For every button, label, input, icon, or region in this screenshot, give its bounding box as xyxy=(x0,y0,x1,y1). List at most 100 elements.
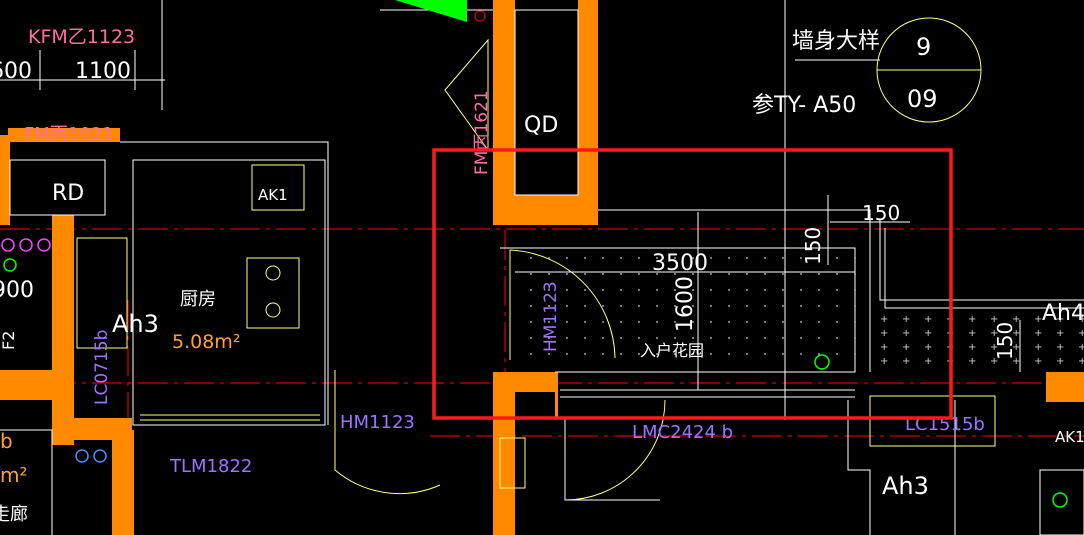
hatch-dot xyxy=(566,305,568,307)
hatch-dot xyxy=(710,289,712,291)
fixture-lower xyxy=(499,437,526,489)
hatch-dot xyxy=(800,353,802,355)
hatch-dot xyxy=(782,273,784,275)
label-hm-center: HM1123 xyxy=(541,281,561,352)
hatch-dot xyxy=(602,305,604,307)
fixture-circles xyxy=(1,238,1068,508)
hatch-plus: + xyxy=(1056,314,1064,325)
hatch-dot xyxy=(782,353,784,355)
garden-outline xyxy=(500,247,856,373)
hatch-plus: + xyxy=(1056,342,1064,353)
hatch-dot xyxy=(692,273,694,275)
hatch-dot xyxy=(638,289,640,291)
hatch-dot xyxy=(836,257,838,259)
hatch-dot xyxy=(782,321,784,323)
hatch-dot xyxy=(602,289,604,291)
hatch-dot xyxy=(530,337,532,339)
hatch-dot xyxy=(854,321,856,323)
label-m2-left: m² xyxy=(0,463,28,487)
stove xyxy=(246,257,300,329)
hatch-plus: + xyxy=(990,342,998,353)
hatch-dot xyxy=(728,321,730,323)
hatch-plus: + xyxy=(990,314,998,325)
label-fm-left: FM丙1021 xyxy=(24,124,114,145)
wall-left-a xyxy=(52,215,74,445)
hatch-dot xyxy=(710,273,712,275)
label-dim-1600: 1600 xyxy=(673,276,698,332)
hatch-dot xyxy=(674,257,676,259)
hatch-dot xyxy=(566,289,568,291)
hatch-plus: + xyxy=(1078,356,1084,367)
hatch-dot xyxy=(584,273,586,275)
hatch-plus: + xyxy=(902,314,910,325)
hatch-dot xyxy=(710,321,712,323)
hatch-plus: + xyxy=(1078,314,1084,325)
label-tlm: TLM1822 xyxy=(169,456,252,477)
hatch-dot xyxy=(548,321,550,323)
hatch-dot xyxy=(656,257,658,259)
hatch-dot xyxy=(620,321,622,323)
garden-wall-right-2 xyxy=(884,228,1084,309)
label-hm-left: HM1123 xyxy=(340,412,415,433)
hatch-dot xyxy=(620,353,622,355)
hatch-plus: + xyxy=(968,356,976,367)
hatch-dot xyxy=(692,289,694,291)
hatch-dot xyxy=(782,337,784,339)
hatch-dot xyxy=(584,257,586,259)
hatch-dot xyxy=(656,353,658,355)
label-ah3-right: Ah3 xyxy=(882,472,929,500)
label-lc-left: LC0715b xyxy=(92,330,112,405)
hatch-dot xyxy=(674,353,676,355)
label-lmc: LMC2424 b xyxy=(632,422,733,443)
hatch-plus: + xyxy=(902,356,910,367)
hatch-plus: + xyxy=(880,314,888,325)
hatch-plus: + xyxy=(924,356,932,367)
hatch-plus: + xyxy=(880,342,888,353)
door-swing-lmc xyxy=(564,399,666,501)
hatch-dot xyxy=(566,337,568,339)
sink-right xyxy=(869,395,996,447)
right-bottom-box xyxy=(1039,469,1084,535)
hatch-dot xyxy=(620,273,622,275)
hatch-dot xyxy=(692,337,694,339)
stove-burner-a xyxy=(265,265,281,281)
hatch-dot xyxy=(782,305,784,307)
label-ref: 参TY- A50 xyxy=(752,93,856,118)
label-ak1-right: AK1 xyxy=(1055,428,1084,446)
hatch-dot xyxy=(530,305,532,307)
hatch-dot xyxy=(566,321,568,323)
hatch-dot xyxy=(818,353,820,355)
hatch-dot xyxy=(584,337,586,339)
ak1-box-left xyxy=(251,164,305,211)
hatch-dot xyxy=(746,321,748,323)
hatch-dot xyxy=(836,337,838,339)
hatch-dot xyxy=(620,305,622,307)
hatch-dot xyxy=(800,305,802,307)
hatch-dot xyxy=(836,273,838,275)
circle-green-1 xyxy=(3,258,17,272)
detail-callout xyxy=(876,17,982,123)
hatch-dot xyxy=(656,273,658,275)
hatch-dot xyxy=(548,273,550,275)
hatch-dot xyxy=(548,353,550,355)
hatch-dot xyxy=(674,273,676,275)
hatch-dot xyxy=(764,273,766,275)
label-qd: QD xyxy=(524,113,558,138)
hatch-dot xyxy=(764,321,766,323)
label-fm-center: FM丙1621 xyxy=(472,90,492,175)
hatch-plus: + xyxy=(1012,328,1020,339)
hatch-plus: + xyxy=(902,342,910,353)
hatch-plus: + xyxy=(924,314,932,325)
kitchen-outer xyxy=(120,141,329,425)
hatch-dot xyxy=(692,305,694,307)
hatch-dot xyxy=(764,289,766,291)
label-b-left: b xyxy=(0,429,13,453)
hatch-dot xyxy=(530,273,532,275)
hatch-dot xyxy=(530,321,532,323)
hatch-dot xyxy=(818,273,820,275)
door-swing-center xyxy=(509,249,616,360)
hatch-dot xyxy=(710,353,712,355)
sink-left xyxy=(76,237,128,349)
right-room xyxy=(847,400,871,535)
